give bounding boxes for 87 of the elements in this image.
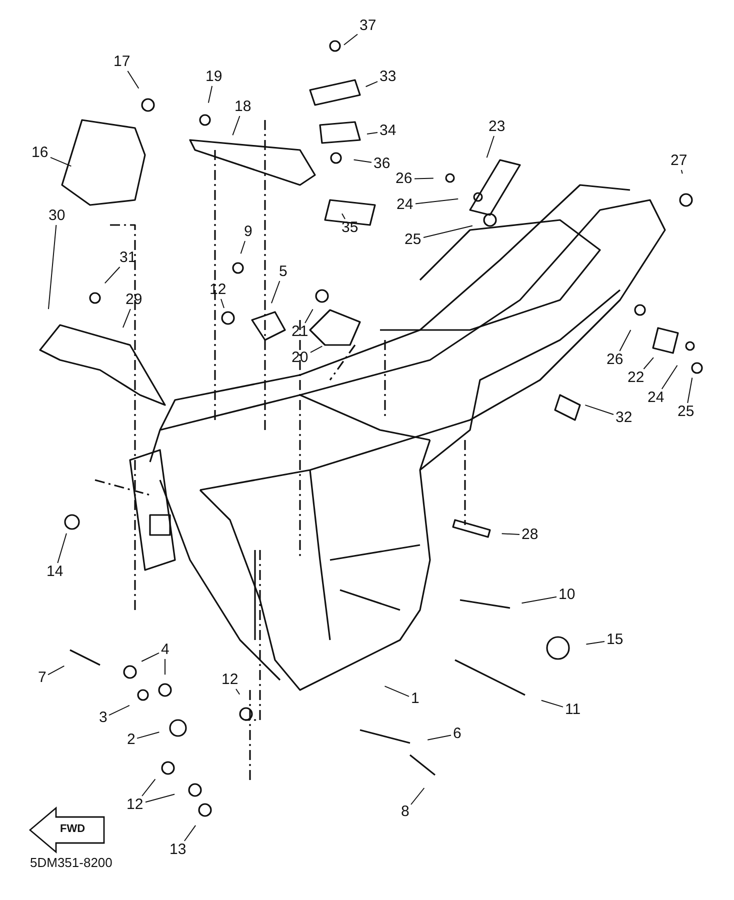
callout-number: 21 xyxy=(290,324,310,340)
callout-number: 2 xyxy=(126,732,136,748)
callout-number: 23 xyxy=(488,119,506,135)
callout-number: 26 xyxy=(394,171,414,187)
callout-number: 26 xyxy=(606,352,624,368)
leader-line xyxy=(687,377,693,404)
callout-number: 29 xyxy=(124,292,144,308)
callout-number: 14 xyxy=(46,564,64,580)
part-code: 5DM351-8200 xyxy=(30,855,112,870)
leader-line xyxy=(415,198,459,204)
callout-number: 32 xyxy=(614,410,634,426)
leader-line xyxy=(240,240,246,254)
callout-number: 34 xyxy=(378,123,398,139)
direction-label: FWD xyxy=(60,823,86,835)
leader-line xyxy=(50,156,72,167)
callout-number: 9 xyxy=(243,224,254,240)
callout-number: 13 xyxy=(168,842,188,858)
leader-line xyxy=(236,688,240,695)
leader-line xyxy=(108,704,130,716)
leader-line xyxy=(619,330,632,352)
leader-line xyxy=(521,596,557,604)
leader-line xyxy=(427,734,452,740)
callout-number: 37 xyxy=(358,18,378,34)
leader-line xyxy=(366,132,378,134)
callout-number: 24 xyxy=(646,390,666,406)
callout-number: 6 xyxy=(452,726,462,742)
callout-number: 12 xyxy=(220,672,240,688)
leader-line xyxy=(344,34,358,46)
leader-line xyxy=(486,136,494,158)
leader-line xyxy=(384,686,410,697)
leader-line xyxy=(310,346,323,353)
leader-line xyxy=(342,213,346,220)
leader-line xyxy=(353,159,372,163)
leader-line xyxy=(304,308,314,324)
callout-number: 28 xyxy=(520,527,540,543)
leader-line xyxy=(184,824,196,842)
callout-number: 12 xyxy=(208,282,228,298)
leader-line xyxy=(48,224,57,310)
callout-number: 12 xyxy=(126,797,144,813)
leader-line xyxy=(208,86,213,104)
leader-line xyxy=(540,700,564,708)
leader-line xyxy=(142,778,156,796)
callout-number: 31 xyxy=(118,250,138,266)
callout-number: 4 xyxy=(160,642,170,658)
leader-line xyxy=(164,658,166,676)
leader-line xyxy=(365,81,378,88)
callout-number: 33 xyxy=(378,69,398,85)
leader-line xyxy=(220,298,224,308)
leader-line xyxy=(232,116,240,136)
callout-number: 30 xyxy=(48,208,66,224)
leader-line xyxy=(270,280,280,304)
callout-number: 19 xyxy=(204,69,224,85)
callout-number: 18 xyxy=(234,99,252,115)
callout-number: 8 xyxy=(400,804,410,820)
leader-line xyxy=(57,532,67,564)
callout-number: 24 xyxy=(396,197,414,213)
leader-line xyxy=(680,170,683,174)
callout-number: 1 xyxy=(410,691,420,707)
callout-number: 5 xyxy=(278,264,288,280)
leader-line xyxy=(643,357,654,370)
callout-number: 17 xyxy=(112,54,132,70)
callout-number: 3 xyxy=(98,710,108,726)
callout-number: 16 xyxy=(30,145,50,161)
callout-number: 27 xyxy=(670,153,688,169)
callout-number: 20 xyxy=(290,350,310,366)
leader-line xyxy=(410,788,425,805)
callout-number: 11 xyxy=(564,702,582,718)
leader-line xyxy=(584,404,614,415)
callout-number: 36 xyxy=(372,156,392,172)
callout-number: 25 xyxy=(676,404,696,420)
leader-line xyxy=(145,794,176,803)
callout-number: 15 xyxy=(606,632,624,648)
leader-line xyxy=(104,266,120,284)
leader-line xyxy=(661,364,678,390)
leader-line xyxy=(586,641,605,645)
leader-line xyxy=(423,225,473,238)
leader-line xyxy=(141,652,160,662)
leader-line xyxy=(501,533,520,535)
leader-line xyxy=(414,178,434,180)
callout-number: 25 xyxy=(404,232,422,248)
leader-line xyxy=(127,70,140,89)
callout-number: 22 xyxy=(626,370,646,386)
leader-line xyxy=(48,665,65,676)
leader-line xyxy=(122,308,131,328)
callout-number: 7 xyxy=(37,670,48,686)
callout-number: 10 xyxy=(558,587,576,603)
leader-line xyxy=(136,732,160,739)
